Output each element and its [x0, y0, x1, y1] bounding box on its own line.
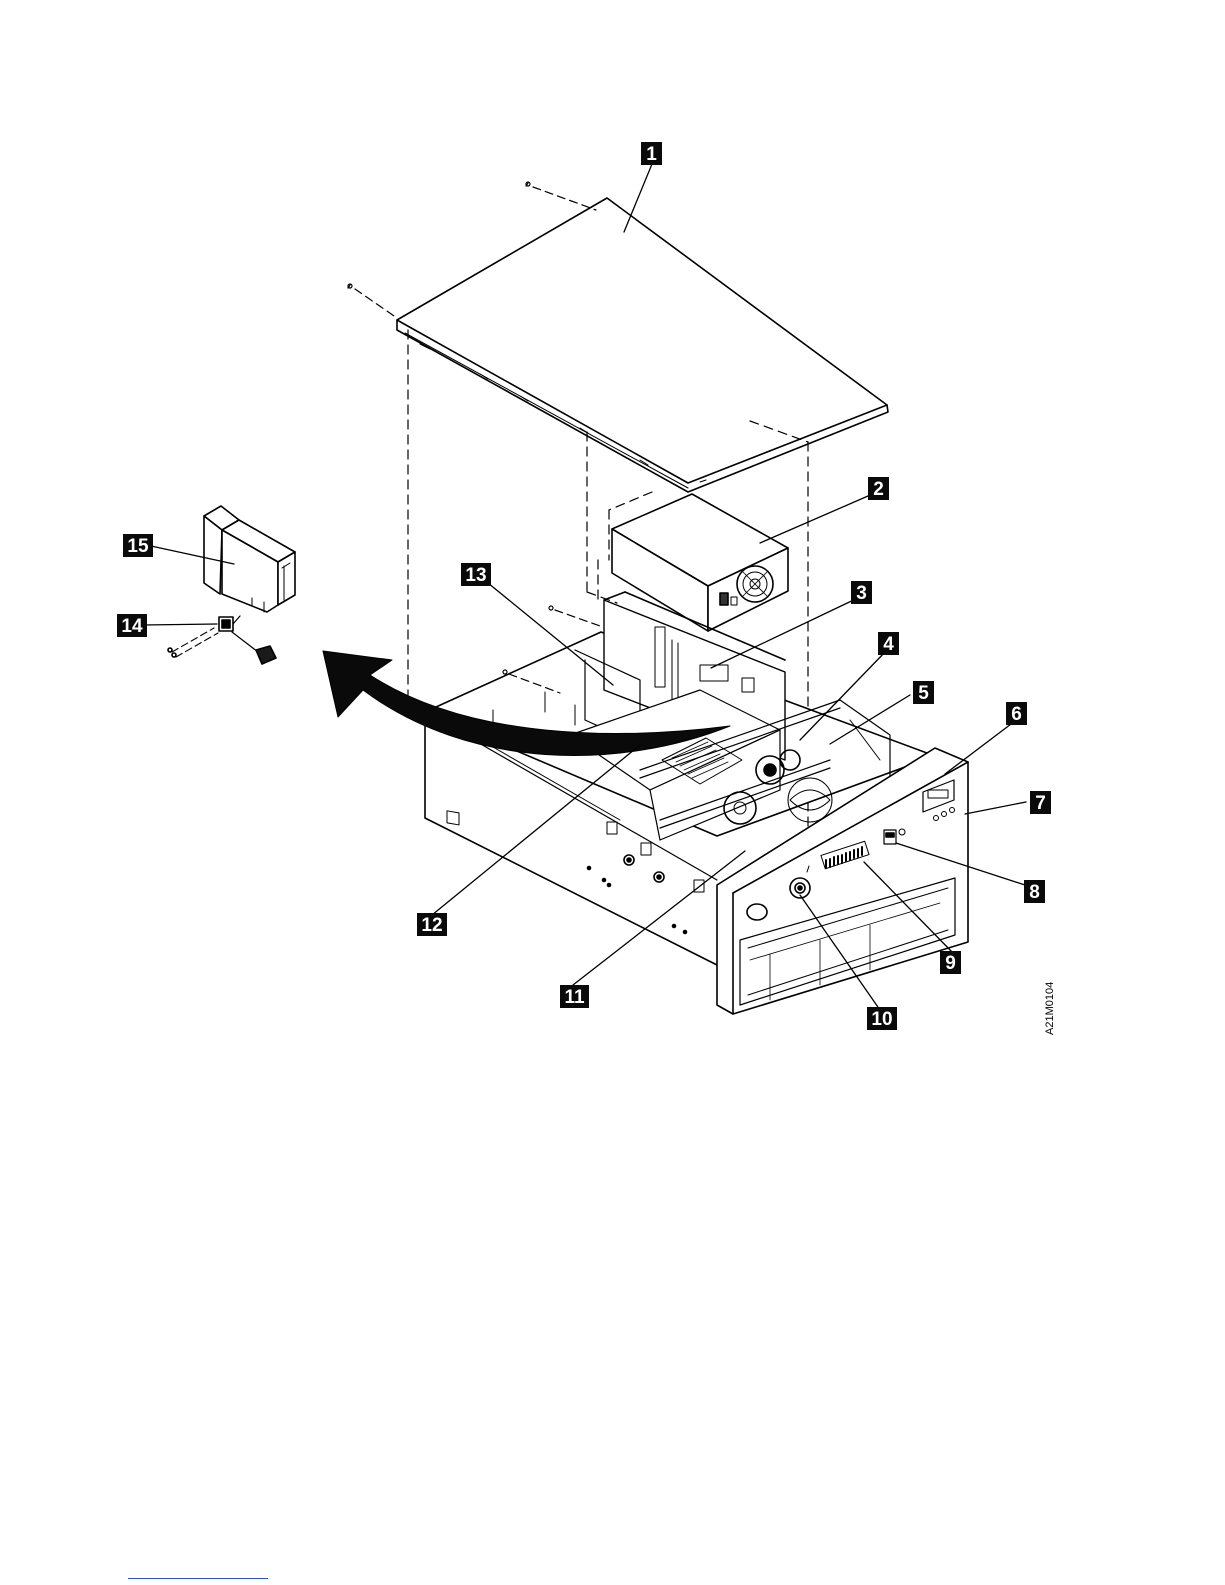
callout-15-label: 15	[127, 536, 149, 557]
callout-9-label: 9	[945, 953, 956, 974]
callout-13-label: 13	[465, 565, 486, 586]
callout-4-label: 4	[883, 634, 894, 655]
top-cover	[397, 198, 888, 492]
mounting-bracket	[204, 506, 295, 612]
callout-2: 2	[868, 477, 889, 500]
callout-6-label: 6	[1011, 704, 1022, 725]
callout-6: 6	[1006, 702, 1027, 725]
callout-9: 9	[940, 951, 961, 974]
callout-5: 5	[913, 681, 934, 704]
callout-7-label: 7	[1035, 793, 1046, 814]
callout-12-label: 12	[421, 915, 442, 936]
callout-14-label: 14	[121, 616, 143, 637]
callout-11-label: 11	[564, 987, 585, 1008]
callout-3-label: 3	[856, 583, 867, 604]
callout-10: 10	[867, 1007, 897, 1030]
callout-10-label: 10	[871, 1009, 892, 1030]
callout-1-label: 1	[646, 144, 657, 165]
callout-8-label: 8	[1029, 882, 1040, 903]
callout-11: 11	[560, 985, 589, 1008]
callout-13: 13	[461, 563, 491, 586]
figure-id: A21M0104	[1044, 982, 1056, 1035]
callout-5-label: 5	[918, 683, 929, 704]
callout-14: 14	[117, 614, 147, 637]
callout-15: 15	[123, 534, 153, 557]
callout-1: 1	[641, 142, 662, 165]
sensor-assembly	[168, 616, 276, 664]
callout-3: 3	[851, 581, 872, 604]
callout-12: 12	[417, 913, 447, 936]
callout-2-label: 2	[873, 479, 884, 500]
callout-8: 8	[1024, 880, 1045, 903]
callout-7: 7	[1030, 791, 1051, 814]
power-supply	[612, 494, 788, 631]
callout-4: 4	[878, 632, 899, 655]
footer-rule	[128, 1578, 268, 1579]
